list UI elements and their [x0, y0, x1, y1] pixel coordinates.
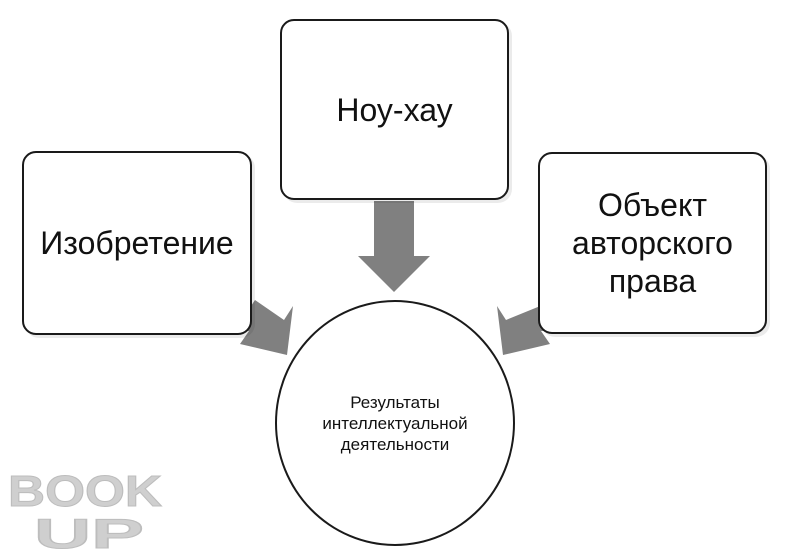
node-results-label: Результаты интеллектуальной деятельности — [322, 392, 468, 454]
node-know-how-label: Ноу-хау — [336, 91, 453, 128]
node-invention: Изобретение — [22, 151, 252, 335]
bookup-watermark-logo: BOOK UP — [8, 468, 163, 550]
node-copyright-object: Объект авторского права — [538, 152, 767, 334]
node-know-how: Ноу-хау — [280, 19, 509, 200]
node-copyright-object-label: Объект авторского права — [572, 187, 733, 299]
watermark-line2: UP — [34, 510, 144, 550]
watermark-line1: BOOK — [8, 468, 162, 516]
node-results: Результаты интеллектуальной деятельности — [275, 300, 515, 546]
arrow-know-how-to-results — [358, 201, 430, 292]
node-invention-label: Изобретение — [40, 225, 234, 261]
